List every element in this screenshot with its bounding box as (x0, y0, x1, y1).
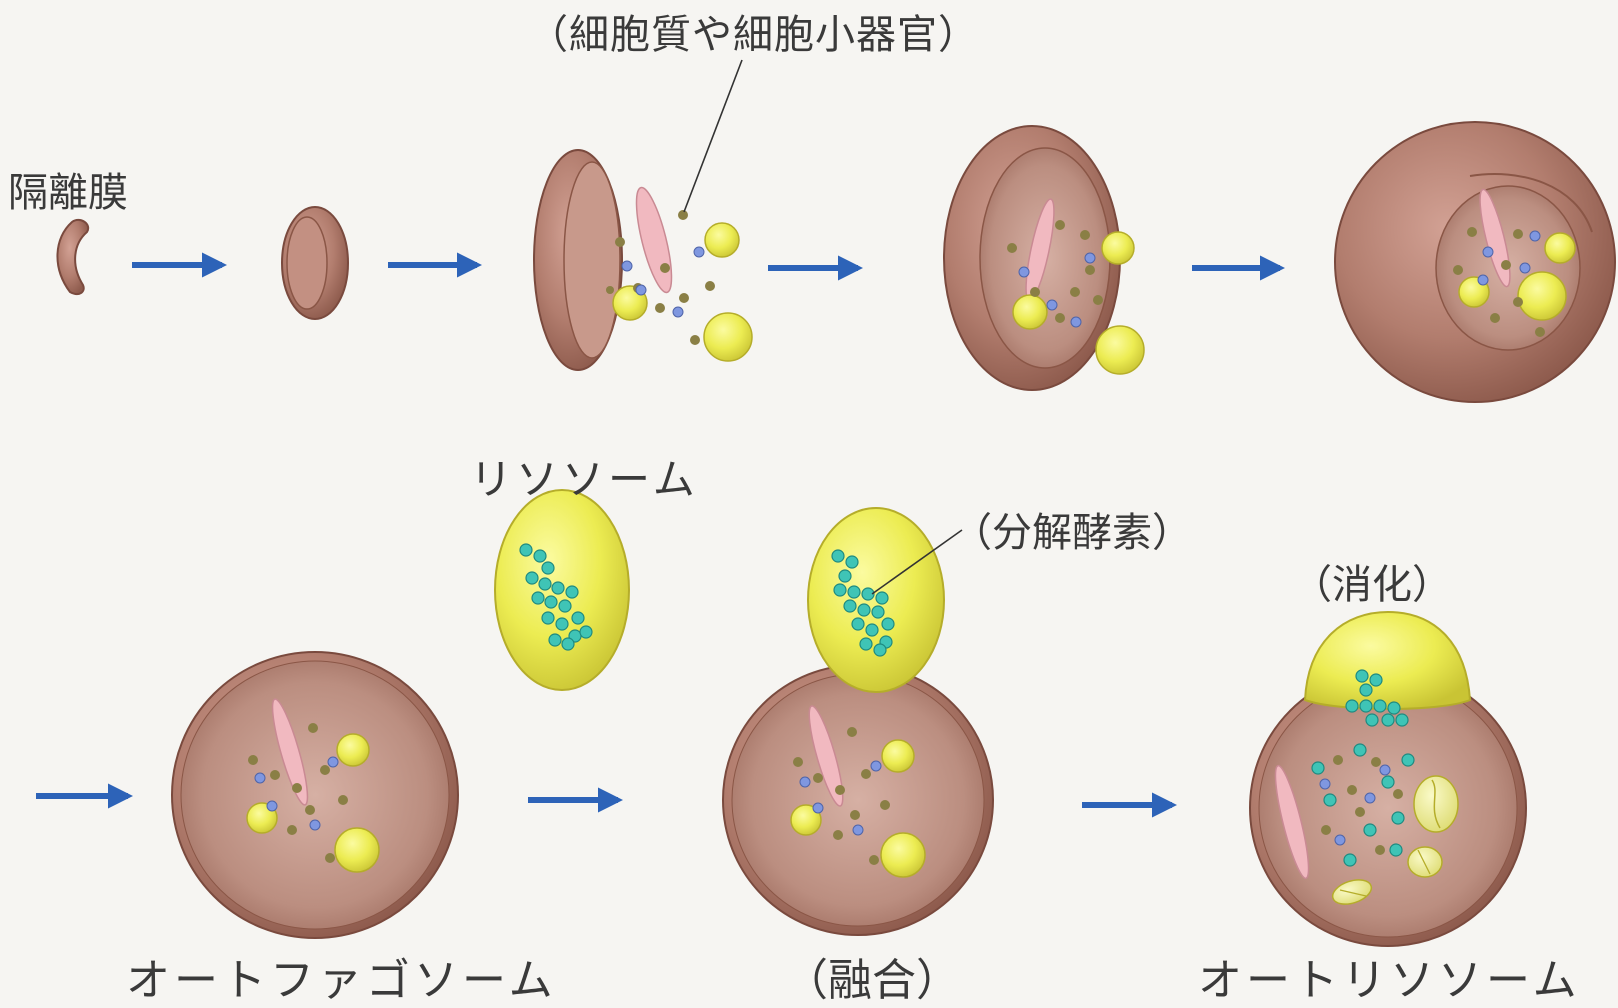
label-digestion: （消化） (1292, 552, 1452, 610)
isolation-membrane-crescent (57, 220, 88, 294)
lysosome (495, 490, 629, 690)
label-cytoplasm-organelles: （細胞質や細胞小器官） (528, 2, 979, 60)
label-isolation-membrane: 隔離膜 (8, 160, 128, 218)
cytoplasm-contents (606, 185, 752, 361)
membrane-sphere-closing (1335, 122, 1615, 402)
label-degradative-enzymes: （分解酵素） (952, 500, 1192, 558)
label-autolysosome: オートリソソーム (1198, 944, 1581, 1008)
fusion-vesicle (723, 508, 993, 935)
leader-line (684, 60, 742, 212)
membrane-cup-closing (944, 126, 1144, 390)
autophagosome (172, 652, 458, 938)
label-autophagosome: オートファゴソーム (126, 944, 557, 1008)
autolysosome (1250, 612, 1526, 946)
membrane-cup-small (282, 207, 348, 319)
membrane-cup-open (534, 150, 622, 370)
label-lysosome: リソソーム (470, 446, 699, 507)
label-fusion: （融合） (784, 944, 960, 1008)
